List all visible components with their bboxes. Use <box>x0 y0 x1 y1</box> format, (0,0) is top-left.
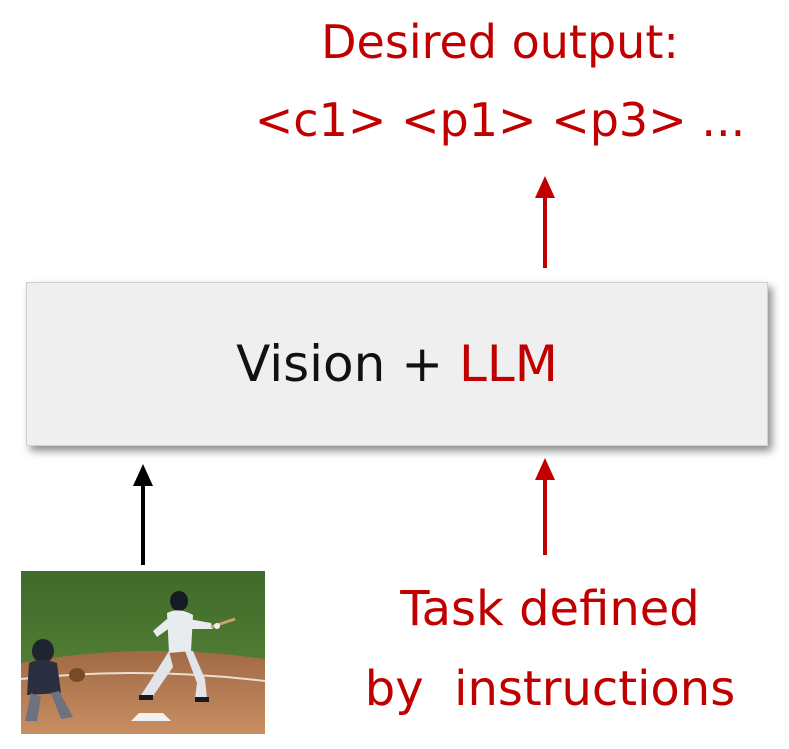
image-arrow-icon <box>133 464 153 565</box>
task-line-1: Task defined <box>400 581 700 637</box>
vision-llm-box: Vision + LLM <box>26 282 768 446</box>
llm-label: LLM <box>459 335 558 393</box>
vision-label: Vision <box>236 335 386 393</box>
task-line-2: by instructions <box>364 661 736 717</box>
desired-output-title: Desired output: <box>321 15 679 69</box>
desired-output-tokens: <c1> <p1> <p3> ... <box>254 93 746 147</box>
baseball-photo <box>21 571 265 734</box>
plus-sign: + <box>385 335 460 393</box>
model-label: Vision + LLM <box>236 335 558 393</box>
output-arrow-icon <box>535 176 555 268</box>
task-arrow-icon <box>535 458 555 555</box>
